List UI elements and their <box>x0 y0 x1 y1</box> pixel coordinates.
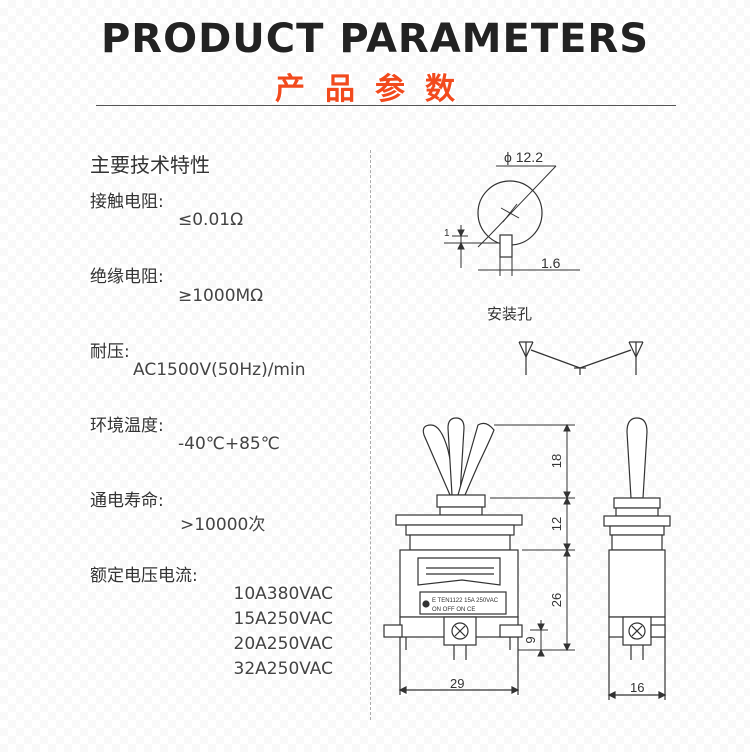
spec-value-contact-resistance: ≤0.01Ω <box>178 210 244 230</box>
spec-label-withstand-voltage: 耐压: <box>90 342 130 362</box>
rating-value: 10A380VAC <box>233 584 333 604</box>
flat-dimension-label: 1.6 <box>541 255 561 271</box>
spec-value-electrical-life: >10000次 <box>180 515 266 535</box>
spec-label-ambient-temperature: 环境温度: <box>90 416 164 436</box>
mounting-hole-detail: ϕ 12.2 1.6 1 <box>444 149 580 276</box>
terminal-height-label: 9 <box>523 636 538 643</box>
spec-value-withstand-voltage: AC1500V(50Hz)/min <box>133 360 306 380</box>
depth-dimension-label: 16 <box>630 680 644 695</box>
switch-label-line2: ON OFF ON CE <box>432 607 475 613</box>
page-title-cn: 产品参数 <box>275 72 475 107</box>
switch-position-symbol <box>518 341 644 375</box>
spec-label-insulation-resistance: 绝缘电阻: <box>90 267 164 287</box>
switch-side-view: 16 <box>603 417 671 700</box>
spec-label-rated-voltage-current: 额定电压电流: <box>90 566 198 586</box>
flat-depth-label: 1 <box>444 228 450 239</box>
spec-label-contact-resistance: 接触电阻: <box>90 192 164 212</box>
spec-value-insulation-resistance: ≥1000MΩ <box>178 286 264 306</box>
specs-heading: 主要技术特性 <box>90 153 210 177</box>
rating-value: 32A250VAC <box>233 659 333 679</box>
rating-value: 15A250VAC <box>233 609 333 629</box>
height-dimensions: 18 12 26 9 <box>490 423 575 657</box>
width-dimension-label: 29 <box>450 676 464 691</box>
hole-diameter-label: ϕ 12.2 <box>504 149 543 165</box>
page-title-en: PRODUCT PARAMETERS <box>100 16 650 62</box>
header-divider <box>96 105 676 106</box>
bushing-height-label: 12 <box>549 517 564 531</box>
switch-front-view: E TEN1122 15A 250VAC ON OFF ON CE 29 <box>383 417 523 695</box>
spec-value-ambient-temperature: -40℃+85℃ <box>178 434 280 454</box>
column-divider <box>370 150 371 720</box>
lever-height-label: 18 <box>549 454 564 468</box>
body-height-label: 26 <box>549 593 564 607</box>
switch-label-line1: E TEN1122 15A 250VAC <box>432 598 499 604</box>
rating-value: 20A250VAC <box>233 634 333 654</box>
mounting-hole-caption: 安装孔 <box>487 305 533 323</box>
spec-label-electrical-life: 通电寿命: <box>90 491 164 511</box>
